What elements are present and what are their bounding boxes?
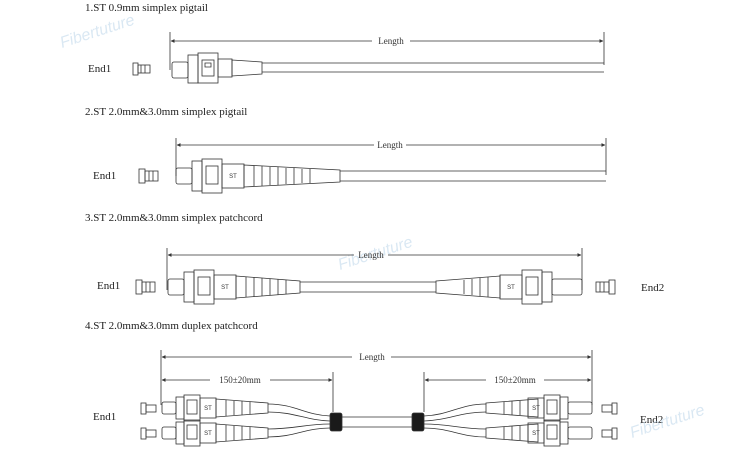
s4-breakout-left-label: 150±20mm — [219, 375, 260, 385]
s4-right-bottom-st-connector-icon: ST — [485, 419, 593, 447]
watermark-bottom: Fibertuture — [628, 402, 707, 442]
s4-right-leg-top-b — [423, 411, 487, 422]
s4-right-leg-top — [423, 403, 487, 417]
s4-left-bottom-st-label: ST — [204, 431, 212, 437]
s2-st-connector-icon: ST — [175, 158, 341, 194]
s4-right-leg-bottom — [423, 423, 487, 430]
s3-left-st-connector-icon: ST — [167, 269, 301, 305]
s4-right-top-st-label: ST — [532, 406, 540, 412]
s4-left-top-st-label: ST — [204, 406, 212, 412]
section-3-title: 3.ST 2.0mm&3.0mm simplex patchcord — [85, 212, 263, 224]
s4-left-leg-bottom — [267, 423, 331, 430]
s1-st-connector-icon — [171, 52, 263, 84]
s2-dust-cap-icon — [138, 168, 159, 184]
section-2-diagram: Length ST — [138, 138, 607, 194]
s3-right-st-label: ST — [507, 285, 515, 291]
s4-left-top-dust-cap-icon — [140, 402, 157, 415]
s4-right-bottom-dust-cap-icon — [601, 427, 618, 440]
section-3-end1-label: End1 — [97, 280, 121, 292]
s4-right-top-dust-cap-icon — [601, 402, 618, 415]
section-3-end2-label: End2 — [641, 282, 665, 294]
section-4-end2-label: End2 — [640, 414, 664, 426]
section-4-end1-label: End1 — [93, 411, 117, 423]
s3-left-st-label: ST — [221, 285, 229, 291]
section-1-end1-label: End1 — [88, 63, 112, 75]
section-4-diagram: Length 150±20mm 150±20mm ST — [140, 350, 618, 447]
s3-right-st-connector-icon: ST — [435, 269, 583, 305]
s4-right-top-st-connector-icon: ST — [485, 394, 593, 422]
s4-left-bottom-st-connector-icon: ST — [161, 419, 269, 447]
s2-st-label: ST — [229, 174, 237, 180]
s3-left-dust-cap-icon — [135, 279, 156, 295]
s1-length-label: Length — [378, 36, 404, 46]
s4-left-bottom-dust-cap-icon — [140, 427, 157, 440]
watermark-top: Fibertuture — [58, 12, 137, 52]
s4-left-leg-top — [267, 403, 331, 417]
section-2-title: 2.ST 2.0mm&3.0mm simplex pigtail — [85, 106, 248, 118]
s3-right-dust-cap-icon — [595, 279, 616, 295]
s1-dust-cap-icon — [132, 62, 151, 76]
section-1-title: 1.ST 0.9mm simplex pigtail — [85, 2, 208, 14]
s4-length-label: Length — [359, 352, 385, 362]
s4-right-bottom-st-label: ST — [532, 431, 540, 437]
section-2-end1-label: End1 — [93, 170, 117, 182]
s4-left-leg-bottom-b — [267, 427, 331, 438]
s2-length-label: Length — [377, 140, 403, 150]
section-1-diagram: Length — [132, 32, 605, 84]
s4-left-leg-top-b — [267, 411, 331, 422]
s4-right-splitter — [411, 412, 425, 432]
section-3-diagram: Length ST ST — [135, 248, 616, 305]
s4-left-top-st-connector-icon: ST — [161, 394, 269, 422]
s4-left-splitter — [329, 412, 343, 432]
s3-length-label: Length — [358, 250, 384, 260]
s4-right-leg-bottom-b — [423, 427, 487, 438]
s4-breakout-right-label: 150±20mm — [494, 375, 535, 385]
section-4-title: 4.ST 2.0mm&3.0mm duplex patchcord — [85, 320, 258, 332]
